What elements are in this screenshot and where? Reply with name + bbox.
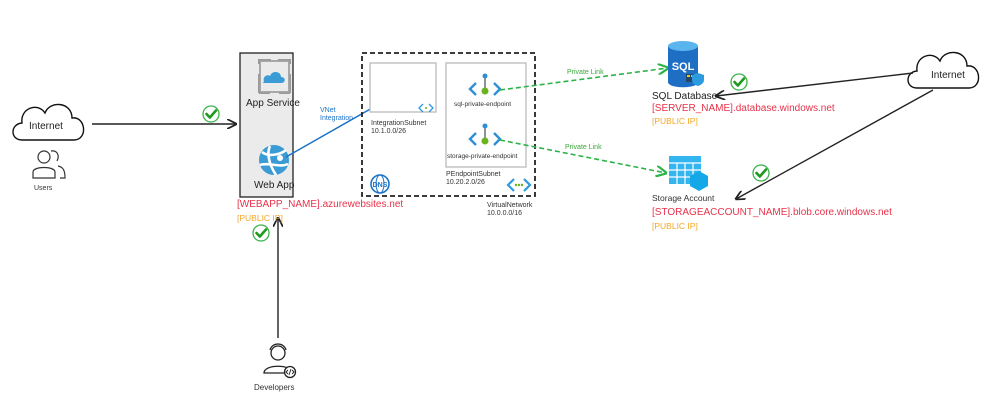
storage-account-public-ip: [PUBLIC IP] [652,221,698,231]
sql-database-public-ip: [PUBLIC IP] [652,116,698,126]
check-icon-sql-access [729,72,749,92]
arrow-internet-to-sql [716,72,914,96]
pendpoint-subnet-box[interactable] [445,62,527,168]
pendpoint-subnet-label: PEndpointSubnet [446,171,501,178]
sql-icon-text: SQL [672,61,695,73]
arrow-internet-to-storage [736,89,934,199]
developers-label: Developers [254,383,295,392]
sql-private-endpoint-label: sql-private-endpoint [454,101,512,108]
storage-account-icon[interactable] [669,156,708,191]
private-link-storage-label: Private Link [565,144,602,151]
pendpoint-subnet-cidr: 10.20.2.0/26 [446,179,485,186]
web-app-public-ip: [PUBLIC IP] [237,213,283,223]
developers-icon [263,343,297,379]
internet-right-label: Internet [931,70,965,81]
check-icon-developer-access [251,223,271,243]
storage-private-endpoint-label: storage-private-endpoint [447,153,518,160]
users-label: Users [34,185,53,192]
dns-icon-text: DNS [373,182,388,189]
integration-subnet-label: IntegrationSubnet [371,120,427,127]
sql-database-icon[interactable]: SQL [668,41,704,88]
storage-account-label: Storage Account [652,193,715,203]
app-service-icon [258,59,291,94]
subnet-icon [418,103,434,113]
virtual-network-icon [506,177,532,193]
vnet-integration-label-line1: VNet [320,107,336,114]
web-app-icon [259,145,289,176]
virtual-network-label: VirtualNetwork [487,202,533,209]
storage-account-hostname: [STORAGEACCOUNT_NAME].blob.core.windows.… [652,207,892,218]
private-link-storage [499,139,666,173]
private-link-sql-label: Private Link [567,69,604,76]
dns-icon: DNS [370,174,390,194]
private-link-sql [499,68,668,91]
users-icon [32,150,66,179]
app-service-container[interactable] [239,52,294,198]
integration-subnet-cidr: 10.1.0.0/26 [371,128,407,135]
web-app-label: Web App [254,180,295,191]
internet-left-label: Internet [29,121,63,132]
sql-database-label: SQL Database [652,91,718,102]
check-icon-storage-access [751,163,771,183]
app-service-label: App Service [246,98,300,109]
web-app-hostname: [WEBAPP_NAME].azurewebsites.net [237,199,404,210]
check-icon-users-access [201,104,221,124]
integration-subnet-box[interactable] [369,62,437,113]
virtual-network-cidr: 10.0.0.0/16 [487,210,523,217]
virtual-network-boundary[interactable] [361,52,536,197]
vnet-integration-label-line2: Integration [320,115,354,122]
sql-database-hostname: [SERVER_NAME].database.windows.net [652,103,835,114]
